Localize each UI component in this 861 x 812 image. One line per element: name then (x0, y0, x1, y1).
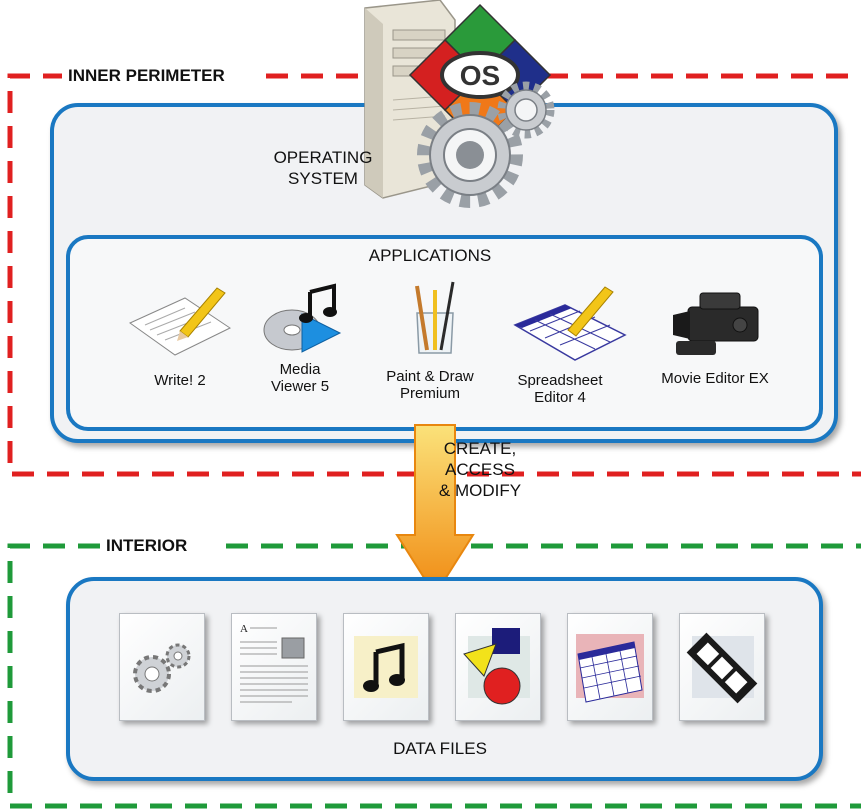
spreadsheet-app-icon[interactable] (510, 285, 630, 365)
interior-label: INTERIOR (100, 536, 194, 556)
music-file-icon[interactable] (343, 613, 429, 721)
spreadsheet-app-label: Spreadsheet Editor 4 (517, 372, 603, 406)
document-file-icon[interactable]: A (231, 613, 317, 721)
video-file-icon[interactable] (679, 613, 765, 721)
movie-editor-app-label: Movie Editor EX (661, 370, 769, 387)
applications-title: APPLICATIONS (368, 246, 492, 265)
data-files-title: DATA FILES (393, 739, 487, 758)
gears-file-icon[interactable] (119, 613, 205, 721)
movie-editor-app-icon[interactable] (668, 285, 768, 365)
drawing-file-icon[interactable] (455, 613, 541, 721)
write-app-icon[interactable] (125, 283, 235, 363)
create-access-modify-arrow (395, 424, 475, 597)
inner-perimeter-label: INNER PERIMETER (62, 66, 231, 86)
small-gear-icon (497, 81, 555, 139)
arrow-label: CREATE, ACCESS & MODIFY (438, 439, 522, 500)
media-viewer-app-icon[interactable] (262, 282, 352, 362)
spreadsheet-file-icon[interactable] (567, 613, 653, 721)
os-logo-text: OS (460, 60, 500, 91)
gear-icon (417, 102, 523, 208)
paint-draw-app-icon[interactable] (405, 278, 465, 358)
operating-system-label: OPERATING SYSTEM (273, 148, 373, 188)
media-viewer-app-label: Media Viewer 5 (270, 361, 330, 395)
write-app-label: Write! 2 (154, 372, 206, 389)
svg-text:A: A (240, 623, 248, 635)
paint-draw-app-label: Paint & Draw Premium (386, 368, 474, 402)
